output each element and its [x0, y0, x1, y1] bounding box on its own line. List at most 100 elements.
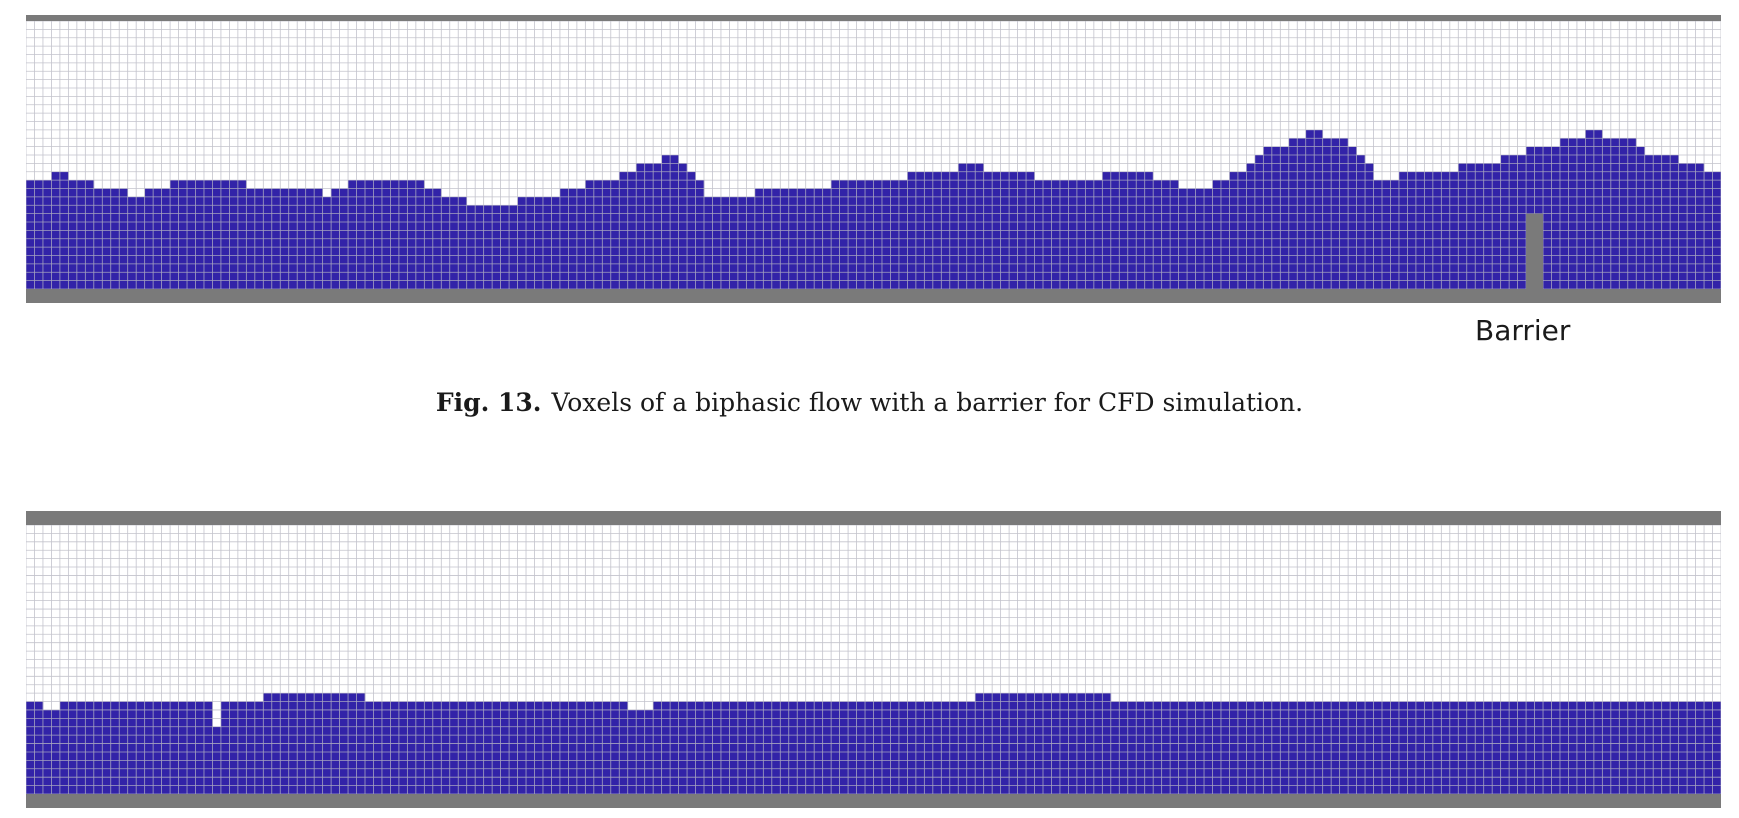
liquid-column	[1153, 180, 1162, 289]
liquid-column	[229, 180, 239, 289]
liquid-column	[42, 180, 52, 289]
liquid-column	[458, 701, 467, 794]
liquid-column	[585, 701, 595, 794]
liquid-column	[1187, 701, 1196, 794]
liquid-column	[68, 180, 78, 289]
liquid-column	[1263, 701, 1273, 794]
liquid-column	[542, 701, 552, 794]
liquid-column	[551, 196, 561, 289]
liquid-column	[398, 701, 408, 794]
liquid-column	[203, 180, 213, 289]
liquid-column	[1373, 701, 1383, 794]
liquid-column	[1076, 180, 1086, 289]
liquid-column	[831, 701, 840, 794]
liquid-column	[415, 180, 425, 289]
liquid-column	[432, 701, 442, 794]
liquid-column	[356, 180, 366, 289]
liquid-column	[1119, 701, 1129, 794]
liquid-column	[1127, 701, 1137, 794]
liquid-column	[1331, 701, 1340, 794]
liquid-column	[458, 196, 467, 289]
liquid-column	[1407, 701, 1417, 794]
liquid-column	[246, 701, 256, 794]
caption-label: Fig. 13.	[435, 388, 542, 417]
liquid-column	[1382, 180, 1391, 289]
liquid-column	[110, 701, 120, 794]
liquid-column	[1314, 129, 1323, 289]
liquid-column	[788, 701, 798, 794]
liquid-column	[1483, 163, 1493, 289]
liquid-column	[153, 701, 162, 794]
liquid-column	[1517, 701, 1527, 794]
liquid-column	[907, 701, 917, 794]
liquid-column	[754, 701, 764, 794]
liquid-column	[1466, 701, 1476, 794]
liquid-column	[1263, 146, 1273, 289]
liquid-column	[203, 701, 213, 794]
liquid-column	[865, 180, 874, 289]
liquid-column	[483, 701, 493, 794]
caption-text: Voxels of a biphasic flow with a barrier…	[551, 388, 1304, 417]
liquid-column	[1280, 146, 1290, 289]
liquid-column	[619, 701, 629, 794]
liquid-column	[1220, 701, 1230, 794]
liquid-column	[966, 163, 976, 289]
liquid-column	[602, 701, 612, 794]
liquid-column	[1526, 701, 1535, 794]
liquid-column	[704, 196, 713, 289]
liquid-column	[1543, 701, 1552, 794]
liquid-column	[1365, 163, 1374, 289]
liquid-column	[856, 180, 866, 289]
bottom-wall	[26, 794, 1721, 808]
liquid-column	[1212, 180, 1222, 289]
liquid-column	[1153, 701, 1162, 794]
figure-caption: Fig. 13. Voxels of a biphasic flow with a…	[0, 388, 1739, 417]
liquid-column	[695, 701, 705, 794]
liquid-column	[237, 701, 247, 794]
liquid-column	[1161, 180, 1171, 289]
liquid-column	[1170, 701, 1179, 794]
liquid-column	[1610, 701, 1620, 794]
liquid-column	[1695, 701, 1705, 794]
liquid-column	[1543, 146, 1552, 289]
liquid-column	[509, 701, 518, 794]
liquid-column	[1356, 701, 1366, 794]
liquid-column	[254, 701, 264, 794]
liquid-column	[1492, 701, 1501, 794]
liquid-column	[1339, 701, 1349, 794]
liquid-column	[678, 701, 688, 794]
liquid-column	[136, 701, 145, 794]
liquid-column	[1636, 701, 1646, 794]
liquid-column	[1195, 701, 1205, 794]
liquid-column	[322, 196, 332, 289]
liquid-column	[34, 701, 44, 794]
liquid-column	[187, 701, 196, 794]
liquid-column	[187, 180, 196, 289]
liquid-column	[1280, 701, 1290, 794]
liquid-column	[712, 701, 722, 794]
liquid-column	[1382, 701, 1391, 794]
liquid-column	[365, 180, 374, 289]
liquid-column	[424, 701, 434, 794]
liquid-column	[746, 701, 756, 794]
liquid-column	[568, 701, 578, 794]
liquid-column	[1348, 146, 1357, 289]
liquid-column	[1712, 701, 1721, 794]
liquid-column	[517, 701, 527, 794]
liquid-column	[365, 701, 374, 794]
liquid-column	[915, 701, 925, 794]
liquid-column	[890, 180, 900, 289]
liquid-column	[76, 701, 86, 794]
liquid-column	[1305, 129, 1315, 289]
liquid-column	[1551, 146, 1561, 289]
liquid-column	[1043, 180, 1052, 289]
liquid-column	[729, 196, 739, 289]
liquid-column	[678, 163, 688, 289]
liquid-column	[178, 701, 188, 794]
liquid-column	[670, 701, 679, 794]
liquid-column	[1500, 701, 1510, 794]
liquid-column	[1314, 701, 1323, 794]
liquid-column	[1687, 163, 1696, 289]
liquid-column	[881, 180, 891, 289]
liquid-column	[1661, 701, 1671, 794]
